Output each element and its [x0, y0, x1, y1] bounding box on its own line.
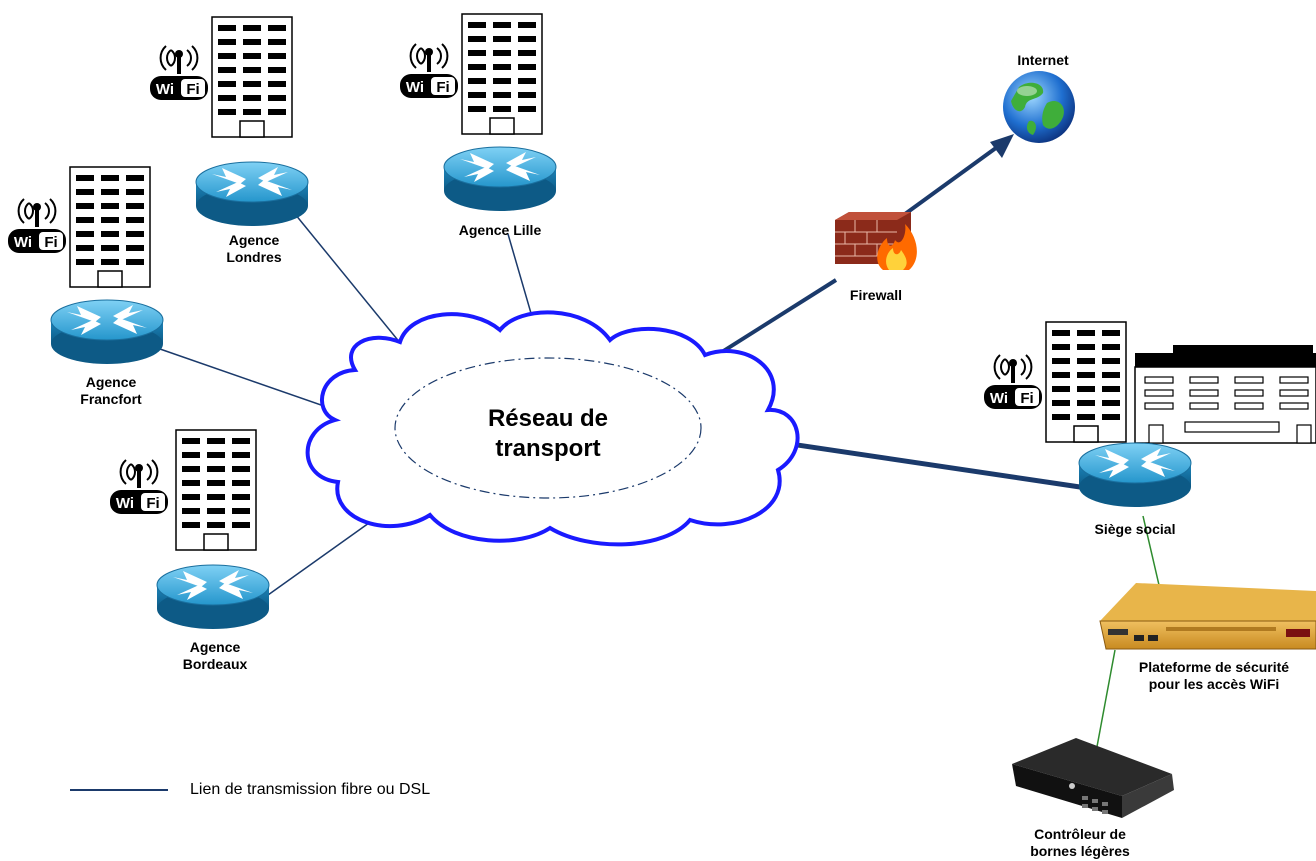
wifi-text-fi: Fi — [146, 495, 159, 512]
transport-cloud — [305, 310, 800, 547]
wifi-text-wi: Wi — [116, 495, 134, 512]
site-label-francfort: Agence Francfort — [61, 374, 161, 408]
internet-arrowhead — [990, 134, 1014, 158]
controller-appliance[interactable] — [1012, 738, 1174, 818]
site-label-bordeaux-line1: Agence — [189, 639, 241, 655]
legend-label: Lien de transmission fibre ou DSL — [190, 781, 431, 798]
site-label-francfort-line2: Francfort — [80, 391, 142, 407]
internet-label: Internet — [1017, 52, 1069, 68]
cloud-label-line2: transport — [495, 435, 601, 462]
wifi-text-fi: Fi — [44, 234, 57, 251]
site-label-francfort-line1: Agence — [85, 374, 137, 390]
site-label-siege: Siège social — [1075, 521, 1195, 538]
building-francfort — [69, 166, 151, 288]
security-platform-appliance[interactable] — [1099, 583, 1316, 650]
link-platform-controller — [1095, 649, 1116, 753]
router-siege[interactable] — [1078, 442, 1192, 508]
router-lille[interactable] — [443, 146, 557, 212]
firewall-label: Firewall — [849, 287, 903, 303]
building-siege-tower — [1045, 321, 1127, 443]
cloud-label: Réseau de transport — [448, 404, 648, 464]
controller-label-line2: bornes légères — [1030, 843, 1130, 859]
router-francfort[interactable] — [50, 299, 164, 365]
router-londres[interactable] — [195, 161, 309, 227]
router-bordeaux[interactable] — [156, 564, 270, 630]
wifi-text-fi: Fi — [186, 81, 199, 98]
wifi-badge-siege: Wi Fi — [984, 354, 1042, 409]
building-londres — [211, 16, 293, 138]
wifi-badge-lille: Wi Fi — [400, 43, 458, 98]
site-label-lille-line1: Agence Lille — [458, 222, 542, 238]
wifi-text-wi: Wi — [14, 234, 32, 251]
wifi-text-wi: Wi — [990, 390, 1008, 407]
controller-label: Contrôleur de bornes légères — [1020, 826, 1140, 860]
wifi-text-wi: Wi — [406, 79, 424, 96]
site-label-bordeaux: Agence Bordeaux — [165, 639, 265, 673]
site-label-londres: Agence Londres — [204, 232, 304, 266]
wifi-text-fi: Fi — [1020, 390, 1033, 407]
site-label-londres-line2: Londres — [226, 249, 282, 265]
wifi-badge-londres: Wi Fi — [150, 45, 208, 100]
internet-globe-icon[interactable] — [1003, 71, 1075, 143]
wifi-badge-bordeaux: Wi Fi — [110, 459, 168, 514]
site-label-bordeaux-line2: Bordeaux — [182, 656, 248, 672]
security-platform-label-line2: pour les accès WiFi — [1148, 676, 1280, 692]
link-internet — [903, 143, 1002, 216]
wifi-badge-francfort: Wi Fi — [8, 198, 66, 253]
security-platform-label: Plateforme de sécurité pour les accès Wi… — [1112, 659, 1316, 693]
site-label-londres-line1: Agence — [228, 232, 280, 248]
controller-label-line1: Contrôleur de — [1034, 826, 1126, 842]
building-siege-hq — [1134, 345, 1316, 444]
security-platform-label-line1: Plateforme de sécurité — [1138, 659, 1290, 675]
building-bordeaux — [175, 429, 257, 551]
wifi-text-wi: Wi — [156, 81, 174, 98]
wifi-text-fi: Fi — [436, 79, 449, 96]
cloud-label-line1: Réseau de — [487, 405, 609, 432]
firewall-icon[interactable] — [835, 212, 917, 270]
site-label-siege-line1: Siège social — [1094, 521, 1176, 537]
site-label-lille: Agence Lille — [440, 222, 560, 239]
building-lille — [461, 13, 543, 135]
